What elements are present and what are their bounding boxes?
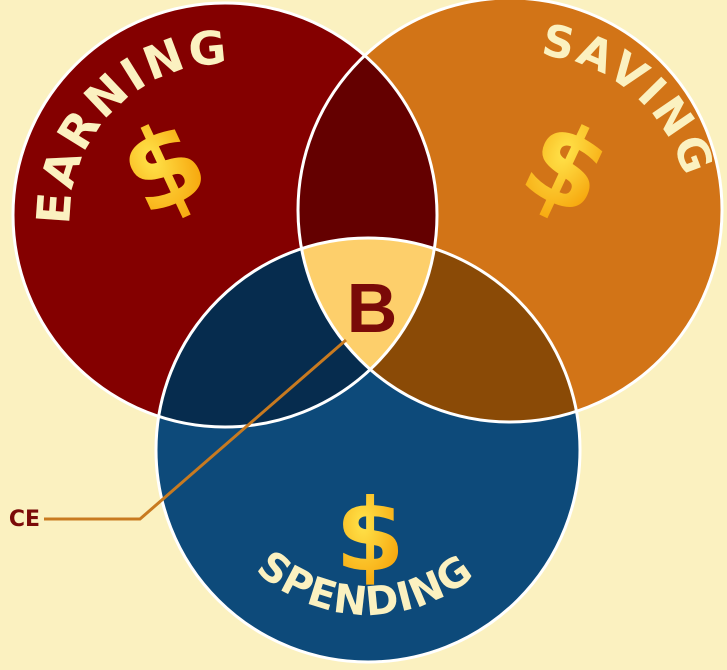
spending-outline [154,236,582,664]
center-label: B [347,269,398,347]
callout-line [44,338,347,521]
callout-label: CE [8,507,40,532]
earning-spending-overlap [156,238,437,427]
earning-outline [11,1,439,429]
spending-dollar-icon: $ [335,477,405,594]
saving-spending-overlap [298,238,580,422]
saving-outline [296,0,724,424]
